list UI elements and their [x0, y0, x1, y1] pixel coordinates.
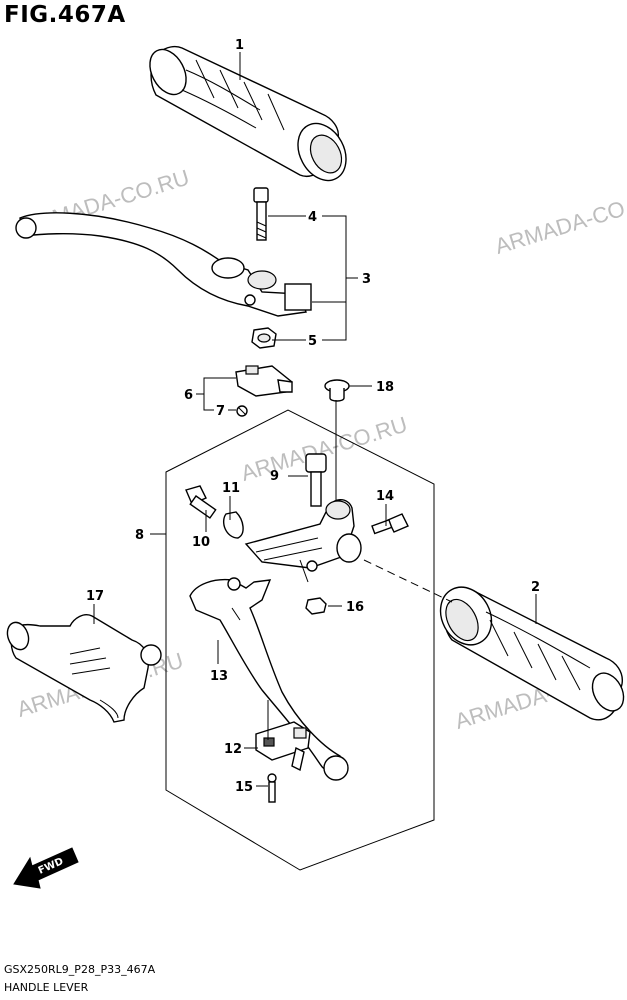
callout-3: 3 [362, 272, 371, 287]
callout-15: 15 [235, 780, 253, 795]
callout-2: 2 [531, 580, 540, 595]
grip-bottom [439, 586, 625, 721]
clutch-assembly [185, 453, 409, 803]
callout-6: 6 [184, 388, 193, 403]
fwd-arrow-icon: FWD [13, 847, 79, 889]
grip-top [149, 45, 347, 182]
callout-4: 4 [308, 210, 317, 225]
axis-line [363, 559, 453, 603]
callout-8: 8 [135, 528, 144, 543]
brake-switch [235, 365, 293, 417]
figure-code: GSX250RL9_P28_P33_467A [4, 963, 156, 976]
callout-11: 11 [222, 481, 240, 496]
switch-housing [6, 614, 162, 723]
figure-title: FIG.467A [4, 2, 126, 28]
callout-5: 5 [308, 334, 317, 349]
cap [324, 379, 350, 402]
figure-subtitle: HANDLE LEVER [4, 981, 89, 994]
assembly-box [165, 409, 435, 871]
callout-12: 12 [224, 742, 242, 757]
callout-14: 14 [376, 489, 394, 504]
leader-lines [93, 52, 537, 787]
callout-9: 9 [270, 469, 279, 484]
brake-lever-assembly [15, 187, 312, 349]
callout-17: 17 [86, 589, 104, 604]
callout-10: 10 [192, 535, 210, 550]
callout-18: 18 [376, 380, 394, 395]
callout-1: 1 [235, 38, 244, 53]
callout-7: 7 [216, 404, 225, 419]
callout-13: 13 [210, 669, 228, 684]
callout-16: 16 [346, 600, 364, 615]
